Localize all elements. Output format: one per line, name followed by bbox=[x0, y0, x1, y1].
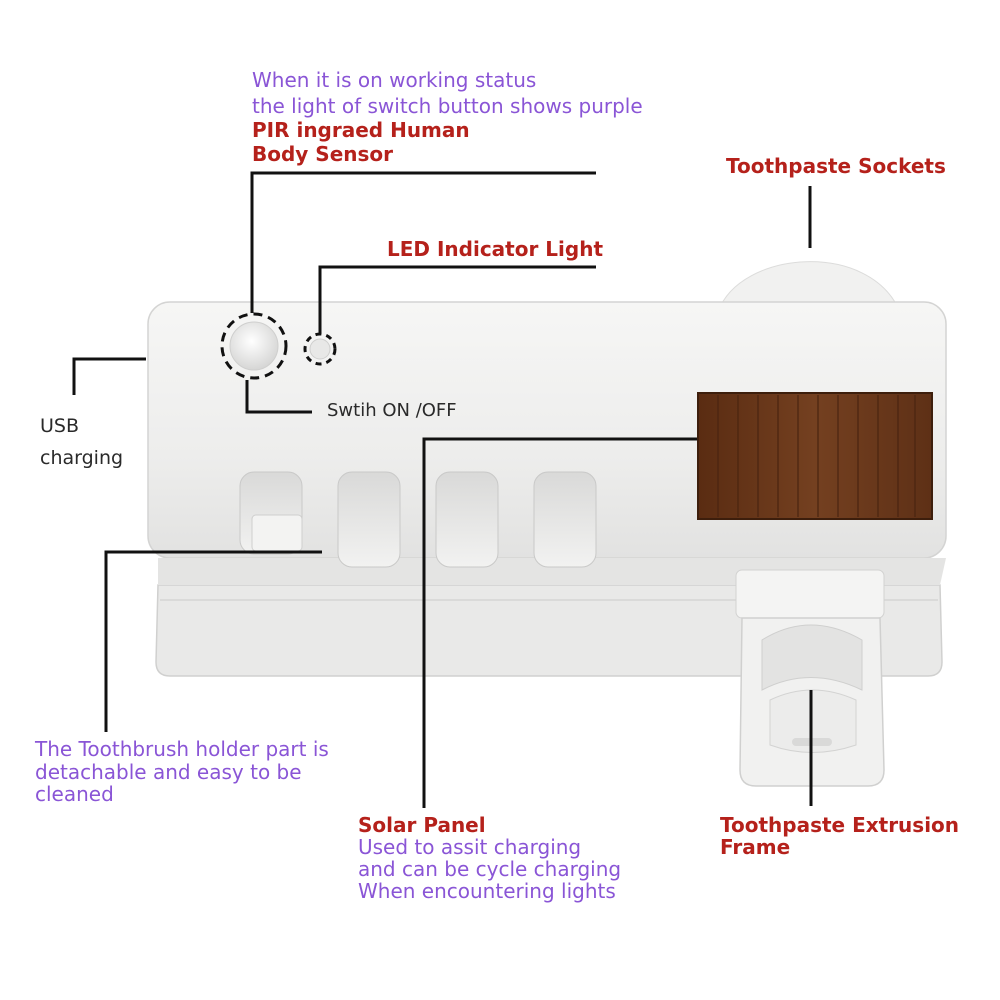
leader-lines bbox=[72, 171, 813, 808]
toothpaste-sockets-label: Toothpaste Sockets bbox=[726, 154, 946, 178]
solar-panel bbox=[697, 392, 933, 520]
extrusion-frame-label-line2: Frame bbox=[720, 835, 791, 859]
solar-panel-desc-line2: and can be cycle charging bbox=[358, 857, 622, 881]
toothpaste-socket-dome bbox=[717, 261, 901, 313]
usb-leader-line bbox=[72, 357, 146, 395]
working-status-text-line1: When it is on working status bbox=[252, 68, 537, 92]
brush-slot-4 bbox=[533, 471, 597, 568]
pir-leader-line bbox=[250, 171, 596, 313]
holder-label-line3: cleaned bbox=[35, 782, 114, 806]
solar-panel-desc-line1: Used to assit charging bbox=[358, 835, 582, 859]
led-indicator-label: LED Indicator Light bbox=[387, 237, 604, 261]
usb-charging-label-line1: USB bbox=[40, 415, 80, 437]
holder-label-line2: detachable and easy to be bbox=[35, 760, 302, 784]
brush-slot-2 bbox=[337, 471, 401, 568]
holder-label-line1: The Toothbrush holder part is bbox=[35, 737, 329, 761]
usb-charging-label-line2: charging bbox=[40, 447, 124, 469]
brush-slot-3 bbox=[435, 471, 499, 568]
pir-sensor-label-line1: PIR ingraed Human bbox=[252, 118, 470, 142]
pir-sensor bbox=[229, 321, 279, 371]
dispenser-body bbox=[147, 261, 947, 787]
pir-sensor-label-line2: Body Sensor bbox=[252, 142, 394, 166]
extrusion-frame-label-line1: Toothpaste Extrusion bbox=[720, 813, 960, 837]
switch-label: Swtih ON /OFF bbox=[327, 400, 457, 421]
switch-leader-line bbox=[245, 380, 312, 414]
solar-panel-title: Solar Panel bbox=[358, 813, 486, 837]
solar-panel-desc-line3: When encountering lights bbox=[358, 879, 616, 903]
working-status-text-line2: the light of switch button shows purple bbox=[252, 94, 643, 118]
pir-sensor-dashed-ring bbox=[220, 312, 288, 380]
holder-leader-line bbox=[104, 550, 322, 732]
led-leader-line bbox=[318, 265, 596, 334]
solar-leader-line bbox=[422, 437, 697, 808]
led-indicator bbox=[309, 338, 331, 360]
